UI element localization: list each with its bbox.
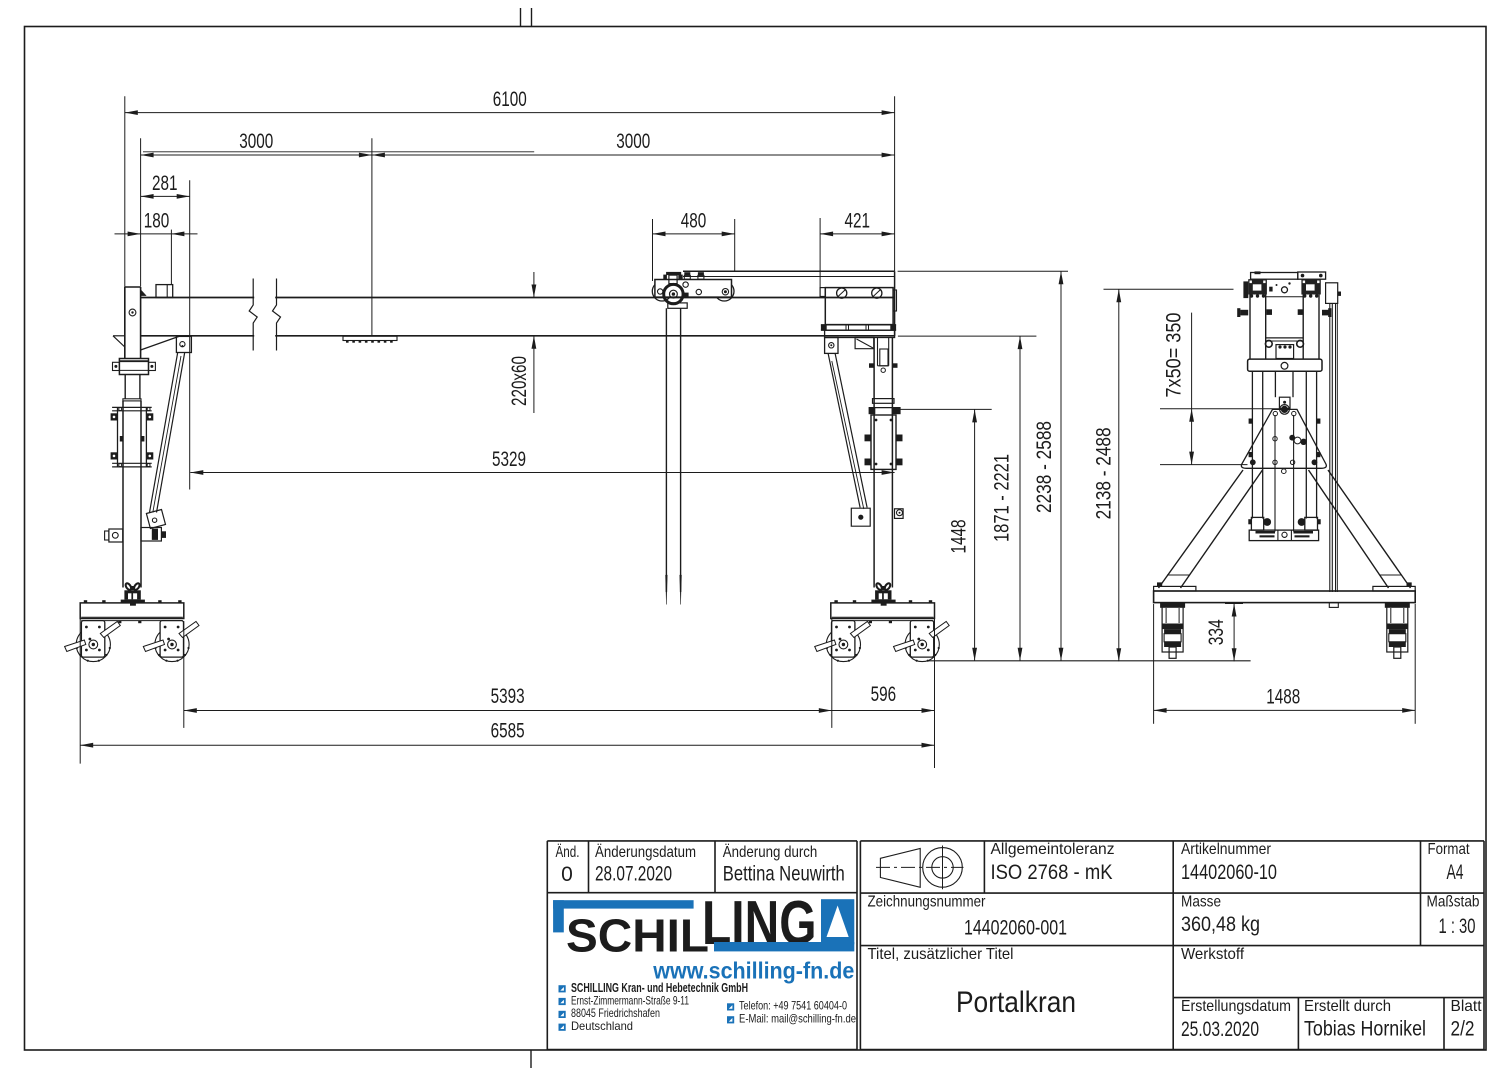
svg-text:421: 421 (845, 209, 871, 232)
svg-text:Ernst-Zimmermann-Straße 9-11: Ernst-Zimmermann-Straße 9-11 (571, 993, 689, 1007)
svg-text:1 : 30: 1 : 30 (1439, 915, 1476, 938)
svg-text:2/2: 2/2 (1451, 1017, 1475, 1040)
svg-text:6585: 6585 (491, 719, 525, 742)
svg-text:Format: Format (1428, 841, 1470, 858)
svg-text:Zeichnungsnummer: Zeichnungsnummer (868, 893, 987, 910)
svg-text:Erstellt durch: Erstellt durch (1304, 998, 1391, 1015)
svg-text:480: 480 (681, 209, 707, 232)
svg-text:Maßstab: Maßstab (1427, 893, 1480, 910)
svg-text:596: 596 (871, 683, 897, 706)
svg-text:1488: 1488 (1266, 686, 1300, 709)
svg-text:28.07.2020: 28.07.2020 (595, 862, 672, 885)
svg-text:7x50= 350: 7x50= 350 (1162, 313, 1185, 398)
svg-text:Tobias Hornikel: Tobias Hornikel (1304, 1017, 1426, 1040)
svg-text:88045 Friedrichshafen: 88045 Friedrichshafen (571, 1006, 660, 1020)
svg-text:180: 180 (144, 209, 170, 232)
svg-text:5329: 5329 (492, 448, 526, 471)
svg-text:Portalkran: Portalkran (956, 986, 1076, 1019)
svg-text:281: 281 (152, 172, 178, 195)
svg-text:Änd.: Änd. (556, 843, 580, 861)
svg-text:1448: 1448 (947, 520, 970, 554)
svg-text:1871 - 2221: 1871 - 2221 (991, 454, 1014, 542)
svg-text:A4: A4 (1447, 861, 1464, 884)
svg-text:Änderungsdatum: Änderungsdatum (595, 843, 696, 861)
svg-text:2138 - 2488: 2138 - 2488 (1092, 427, 1115, 519)
svg-text:SCHIL: SCHIL (566, 910, 709, 962)
svg-text:Telefon: +49 7541 60404-0: Telefon: +49 7541 60404-0 (739, 999, 847, 1013)
svg-text:SCHILLING Kran- und Hebetechni: SCHILLING Kran- und Hebetechnik GmbH (571, 981, 748, 995)
svg-text:14402060-10: 14402060-10 (1181, 861, 1277, 884)
svg-text:Bettina Neuwirth: Bettina Neuwirth (723, 862, 845, 885)
svg-text:E-Mail: mail@schilling-fn.de: E-Mail: mail@schilling-fn.de (739, 1011, 856, 1025)
svg-text:3000: 3000 (616, 130, 650, 153)
svg-text:5393: 5393 (491, 685, 525, 708)
svg-text:360,48 kg: 360,48 kg (1181, 913, 1260, 936)
svg-text:www.schilling-fn.de: www.schilling-fn.de (652, 958, 854, 984)
svg-text:Artikelnummer: Artikelnummer (1181, 841, 1272, 858)
svg-text:334: 334 (1205, 619, 1228, 645)
svg-text:Erstellungsdatum: Erstellungsdatum (1181, 998, 1291, 1015)
svg-text:25.03.2020: 25.03.2020 (1181, 1018, 1259, 1041)
svg-text:0: 0 (561, 863, 573, 886)
svg-text:2238 - 2588: 2238 - 2588 (1033, 421, 1056, 513)
svg-text:Deutschland: Deutschland (571, 1019, 633, 1033)
svg-text:Allgemeintoleranz: Allgemeintoleranz (991, 841, 1115, 858)
svg-text:Masse: Masse (1181, 893, 1221, 910)
svg-text:220x60: 220x60 (508, 356, 531, 406)
svg-text:Blatt: Blatt (1451, 998, 1483, 1015)
svg-text:Änderung durch: Änderung durch (723, 843, 818, 861)
svg-text:3000: 3000 (239, 130, 273, 153)
svg-text:Titel, zusätzlicher Titel: Titel, zusätzlicher Titel (868, 946, 1014, 963)
svg-text:Werkstoff: Werkstoff (1181, 946, 1245, 963)
svg-text:6100: 6100 (493, 88, 527, 111)
svg-text:14402060-001: 14402060-001 (964, 917, 1067, 940)
svg-text:ISO 2768 - mK: ISO 2768 - mK (991, 861, 1113, 884)
